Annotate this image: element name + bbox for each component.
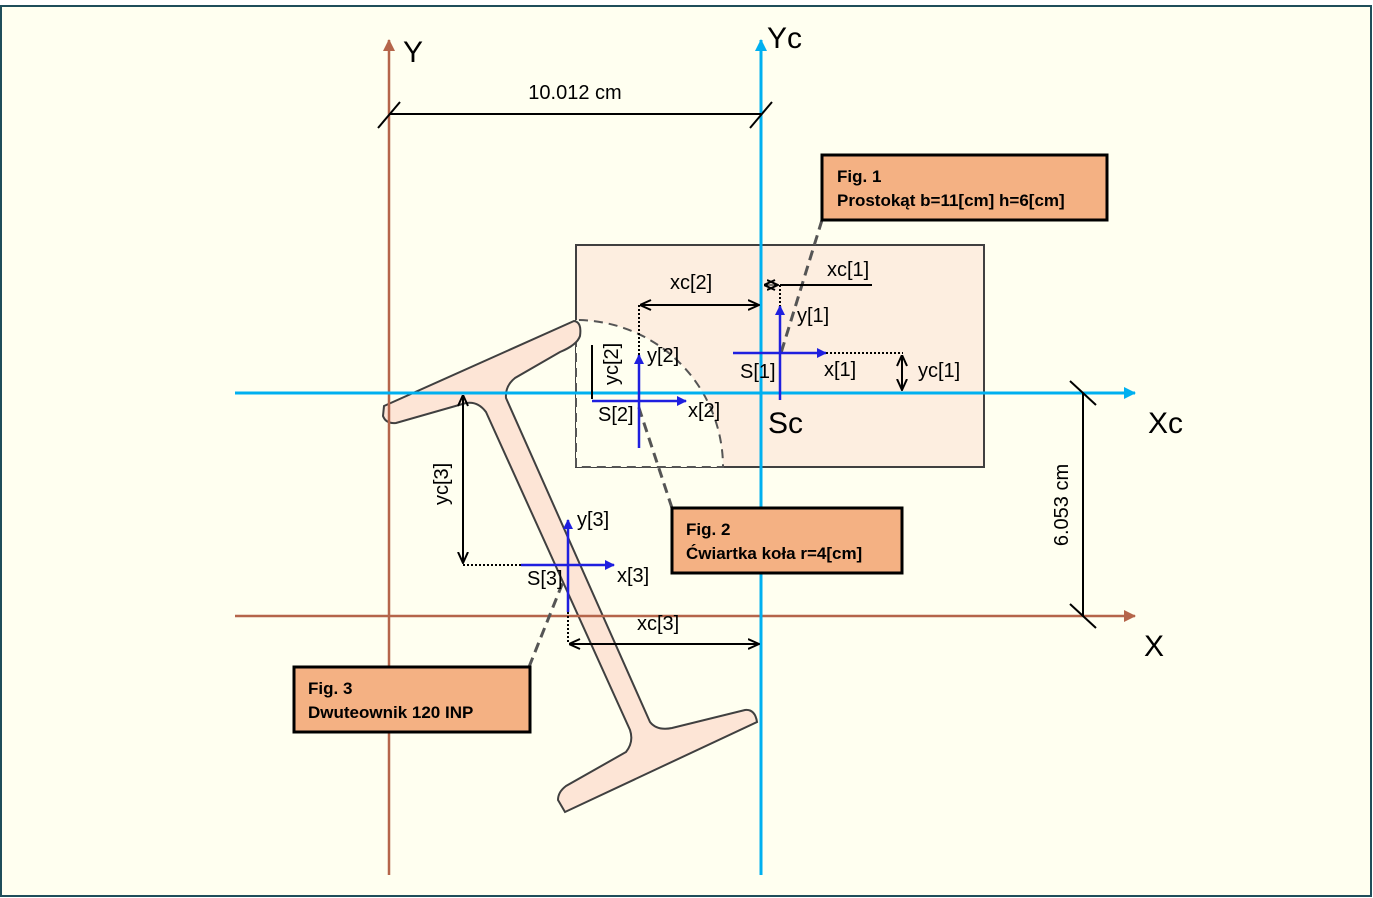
xc-axis-label: Xc [1148, 407, 1183, 440]
xc2-label: xc[2] [670, 272, 712, 294]
dimension-horizontal-label: 10.012 cm [528, 82, 621, 104]
xc3-label: xc[3] [637, 613, 679, 635]
dimension-vertical-label: 6.053 cm [1051, 464, 1073, 546]
fig3-desc: Dwuteownik 120 INP [308, 703, 473, 722]
fig2-title: Fig. 2 [686, 520, 730, 539]
xc1-label: xc[1] [827, 259, 869, 281]
x1-label: x[1] [824, 359, 856, 381]
yc-axis-label: Yc [767, 22, 802, 55]
yc3-label: yc[3] [431, 463, 453, 505]
fig1-label-box: Fig. 1 Prostokąt b=11[cm] h=6[cm] [820, 153, 1109, 222]
y-axis-label: Y [403, 36, 423, 69]
yc1-label: yc[1] [918, 360, 960, 382]
sc-label: Sc [768, 407, 803, 440]
y1-label: y[1] [797, 305, 829, 327]
x3-label: x[3] [617, 565, 649, 587]
y3-label: y[3] [577, 509, 609, 531]
fig1-title: Fig. 1 [837, 167, 881, 186]
fig2-label-box: Fig. 2 Ćwiartka koła r=4[cm] [670, 506, 904, 575]
x2-label: x[2] [688, 400, 720, 422]
yc2-label: yc[2] [601, 343, 623, 385]
fig3-title: Fig. 3 [308, 679, 352, 698]
i-beam-shape [381, 319, 759, 814]
fig3-label-box: Fig. 3 Dwuteownik 120 INP [292, 665, 532, 734]
s2-label: S[2] [598, 404, 634, 426]
fig2-desc: Ćwiartka koła r=4[cm] [686, 544, 862, 563]
y2-label: y[2] [647, 345, 679, 367]
s1-label: S[1] [740, 361, 776, 383]
x-axis-label: X [1144, 630, 1164, 663]
s3-label: S[3] [527, 568, 563, 590]
fig1-desc: Prostokąt b=11[cm] h=6[cm] [837, 191, 1065, 210]
